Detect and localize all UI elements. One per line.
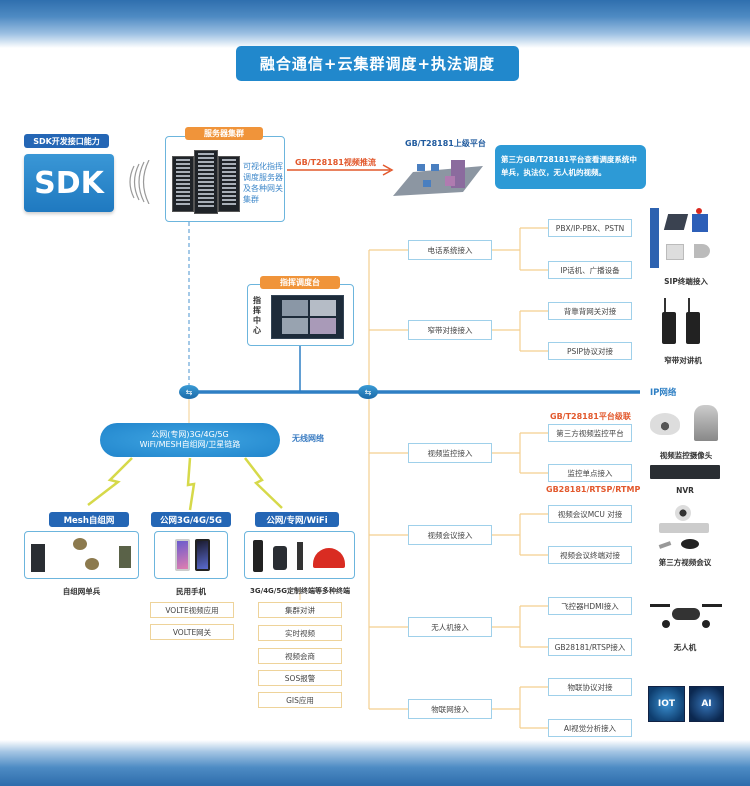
sky-footer-background <box>0 740 750 786</box>
device-label-camera: 视频监控摄像头 <box>659 451 713 460</box>
upstream-arrow-label: GB/T28181视频推流 <box>295 158 376 167</box>
feature-realtime-video: 实时视频 <box>258 625 342 641</box>
nvr-icon <box>650 465 720 479</box>
custom-terminal-icon <box>244 531 355 579</box>
lightning-bolt-3 <box>244 457 283 509</box>
note-gb-rtsp-rtmp: GB28181/RTSP/RTMP <box>546 485 641 494</box>
ip-network-label: IP网络 <box>650 388 677 398</box>
access-phone-system: 电话系统接入 <box>408 240 492 260</box>
smartphone-icon <box>154 531 228 579</box>
drone-icon <box>648 598 724 634</box>
terminal-label-mesh: 自组网单兵 <box>62 587 101 596</box>
access-child-mcu: 视频会议MCU 对接 <box>548 505 632 523</box>
wireless-cloud: 公网(专网)3G/4G/5G WiFi/MESH自组网/卫星链路 <box>100 423 280 457</box>
access-child-gb28181-rtsp: GB28181/RTSP接入 <box>548 638 632 656</box>
server-cluster-badge: 服务器集群 <box>185 127 263 140</box>
upstream-platform-icon <box>393 152 483 196</box>
feature-sos-alarm: SOS报警 <box>258 670 342 686</box>
feature-volte-gateway: VOLTE网关 <box>150 624 234 640</box>
access-child-hdmi: 飞控器HDMI接入 <box>548 597 632 615</box>
terminal-badge-private: 公网/专网/WiFi <box>255 512 339 527</box>
camera-icon <box>650 403 722 445</box>
feature-video-consult: 视频会商 <box>258 648 342 664</box>
terminal-badge-public: 公网3G/4G/5G <box>151 512 231 527</box>
feature-volte-video: VOLTE视频应用 <box>150 602 234 618</box>
command-center-side-label: 指 挥 中 心 <box>253 296 261 335</box>
access-child-third-party-vms: 第三方视频监控平台 <box>548 424 632 442</box>
router-icon-left: ⇆ <box>179 385 199 399</box>
command-center-badge: 指挥调度台 <box>260 276 340 289</box>
access-child-psip: PSIP协议对接 <box>548 342 632 360</box>
feature-gis: GIS应用 <box>258 692 342 708</box>
device-label-sip: SIP终端接入 <box>664 277 708 286</box>
server-rack-icon <box>172 150 240 216</box>
lightning-bolt-2 <box>186 457 196 511</box>
access-child-iot-protocol: 物联协议对接 <box>548 678 632 696</box>
access-child-pbx: PBX/IP-PBX、PSTN <box>548 219 632 237</box>
device-label-conference: 第三方视频会议 <box>658 558 712 567</box>
device-label-walkie: 窄带对讲机 <box>664 356 702 365</box>
upstream-arrow-head <box>382 164 394 176</box>
mesh-soldier-icon <box>24 531 139 579</box>
feature-cluster-talk: 集群对讲 <box>258 602 342 618</box>
access-child-b2b-gateway: 背靠背网关对接 <box>548 302 632 320</box>
sky-header-background <box>0 0 750 48</box>
wireless-signal-icon <box>124 159 152 205</box>
terminal-badge-mesh: Mesh自组网 <box>49 512 129 527</box>
upstream-platform-label: GB/T28181上级平台 <box>405 139 486 148</box>
access-video-conference: 视频会议接入 <box>408 525 492 545</box>
access-child-conf-terminal: 视频会议终端对接 <box>548 546 632 564</box>
sip-terminal-icon <box>650 208 722 270</box>
access-child-ip-phone: IP话机、广播设备 <box>548 261 632 279</box>
wireless-network-label: 无线网络 <box>292 434 324 443</box>
device-label-drone: 无人机 <box>673 643 697 652</box>
server-cluster-description: 可视化指挥 调度服务器 及各种网关 集群 <box>243 162 283 204</box>
iot-tile: IOT <box>648 686 685 722</box>
access-child-single-point: 监控单点接入 <box>548 464 632 482</box>
access-video-surveillance: 视频监控接入 <box>408 443 492 463</box>
note-gb-cascade: GB/T28181平台级联 <box>550 412 631 421</box>
access-child-ai-vision: AI视觉分析接入 <box>548 719 632 737</box>
lightning-bolt-1 <box>87 457 133 506</box>
terminal-label-public: 民用手机 <box>176 587 206 596</box>
video-conference-icon <box>655 505 713 553</box>
device-label-nvr: NVR <box>676 486 694 495</box>
terminal-label-private: 3G/4G/5G定制终端等多种终端 <box>250 587 350 595</box>
page-title: 融合通信+云集群调度+执法调度 <box>236 46 519 81</box>
upstream-info-box: 第三方GB/T28181平台查看调度系统中 单兵，执法仪，无人机的视频。 <box>495 145 646 189</box>
sdk-logo: SDK <box>24 154 114 212</box>
walkie-talkie-icon <box>660 298 706 348</box>
access-drone: 无人机接入 <box>408 617 492 637</box>
sdk-badge: SDK开发接口能力 <box>24 134 109 148</box>
ai-tile: AI <box>689 686 724 722</box>
dispatch-screen-icon <box>271 295 344 339</box>
router-icon-right: ⇆ <box>358 385 378 399</box>
access-narrowband: 窄带对接接入 <box>408 320 492 340</box>
access-tree-branches <box>369 227 548 729</box>
access-iot: 物联网接入 <box>408 699 492 719</box>
